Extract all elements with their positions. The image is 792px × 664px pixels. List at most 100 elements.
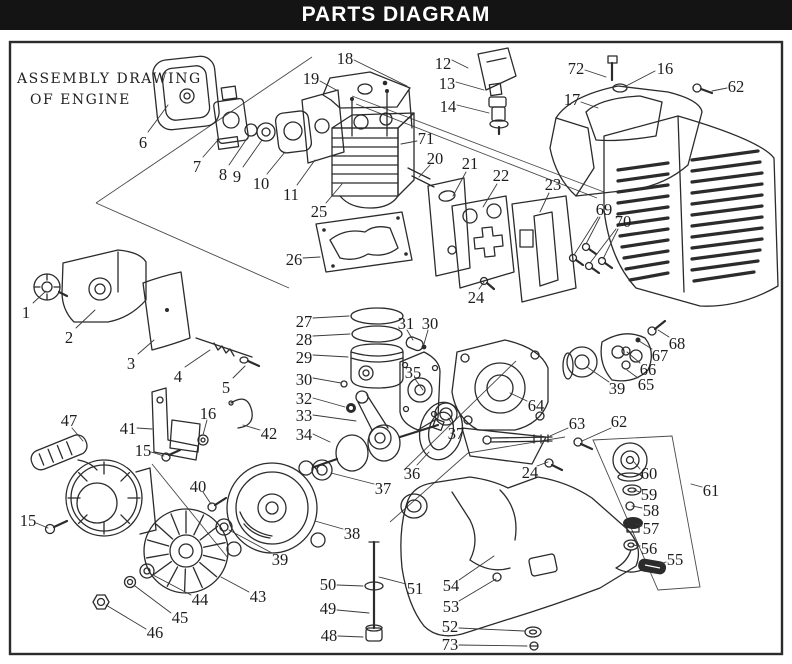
leader-line [690, 483, 703, 488]
exploded-guide-line [95, 202, 290, 289]
top-cover-part [549, 55, 714, 197]
part-number-label: 63 [569, 414, 586, 433]
part-number-label: 19 [303, 69, 320, 88]
fuel-cap-part [612, 442, 648, 478]
leader-line [482, 183, 498, 208]
part-number-label: 65 [638, 375, 655, 394]
air-box-group [33, 249, 261, 368]
leader-line [147, 104, 169, 133]
leader-line [447, 417, 454, 426]
part-number-label: 55 [667, 550, 684, 569]
part-number-label: 62 [728, 77, 745, 96]
part-number-label: 24 [468, 288, 485, 307]
part-number-label: 40 [190, 477, 207, 496]
part-number-label: 68 [669, 334, 686, 353]
muffler-gasket-part [427, 177, 471, 277]
part-number-label: 37 [448, 424, 465, 443]
seal-plate-part [399, 351, 441, 431]
plate-screw-part [573, 437, 583, 447]
leader-line [314, 520, 344, 530]
part-number-label: 39 [272, 550, 289, 569]
part-number-label: 64 [528, 396, 545, 415]
leader-line [312, 433, 331, 443]
leader-line [242, 139, 263, 168]
part-number-label: 9 [233, 167, 241, 186]
part-number-label: 30 [422, 314, 439, 333]
leader-line [75, 309, 96, 329]
part-number-label: 54 [443, 576, 460, 595]
leader-line [242, 424, 261, 431]
part-number-label: 29 [296, 348, 313, 367]
leader-line [337, 635, 364, 638]
part-number-label: 36 [404, 464, 421, 483]
part-number-label: 39 [609, 379, 626, 398]
leader-line [312, 315, 350, 319]
part-number-label: 16 [657, 59, 674, 78]
part-number-label: 2 [65, 328, 73, 347]
exploded-guide-line [467, 436, 566, 454]
part-number-label: 48 [321, 626, 338, 645]
part-number-label: 12 [435, 54, 452, 73]
leader-line [136, 427, 153, 430]
leader-line [573, 216, 599, 256]
leader-line [625, 70, 656, 87]
part-number-label: 42 [261, 424, 278, 443]
leader-line [336, 584, 364, 587]
engine-shroud-part [603, 115, 779, 307]
leader-line [586, 366, 610, 383]
leader-line [312, 414, 357, 422]
part-number-label: 41 [120, 419, 137, 438]
tank-bracket-part [492, 572, 502, 582]
caption-line1: ASSEMBLY DRAWING [16, 71, 202, 87]
part-number-label: 11 [283, 185, 299, 204]
part-number-label: 14 [440, 97, 457, 116]
leader-line [536, 461, 549, 467]
tank-pump-part [528, 553, 558, 577]
part-number-label: 69 [596, 200, 613, 219]
part-number-label: 53 [443, 597, 460, 616]
leader-line [406, 329, 414, 341]
part-number-label: 46 [147, 623, 164, 642]
piston-clip-part [340, 380, 348, 388]
leader-line [631, 505, 643, 509]
part-number-label: 15 [20, 511, 37, 530]
part-number-label: 28 [296, 330, 313, 349]
part-number-label: 21 [462, 154, 479, 173]
leader-line [509, 392, 528, 402]
part-number-label: 33 [296, 406, 313, 425]
leader-line [416, 451, 430, 466]
exploded-guide-line [151, 463, 229, 559]
part-number-label: 23 [545, 175, 562, 194]
clutch-shoe-part [600, 333, 652, 382]
detail-panel-border [592, 435, 701, 591]
part-number-label: 13 [439, 74, 456, 93]
leader-line [458, 627, 525, 632]
leader-line [137, 339, 155, 355]
tank-screw-part [529, 641, 539, 651]
starter-pulley-part [215, 518, 233, 536]
leader-line [414, 378, 424, 391]
leader-line [228, 136, 249, 166]
pump-body-part [274, 110, 313, 154]
flywheel-group [92, 508, 233, 610]
part-number-label: 70 [615, 212, 632, 231]
part-number-label: 61 [703, 481, 720, 500]
part-number-label: 31 [398, 314, 415, 333]
leader-line [626, 351, 641, 364]
piston-part [350, 343, 404, 389]
part-number-label: 56 [641, 539, 658, 558]
leader-line [312, 377, 342, 384]
leader-line [400, 140, 418, 145]
cylinder-gasket-part [315, 211, 413, 273]
part-number-label: 6 [139, 133, 147, 152]
exploded-guide-line [351, 95, 605, 193]
hex-nut-part [92, 594, 110, 610]
housing-screw-part [44, 523, 56, 535]
page-title: PARTS DIAGRAM [301, 3, 491, 26]
leader-line [626, 369, 639, 379]
leader-line [458, 578, 497, 602]
stud-bolt-part [482, 435, 492, 445]
part-number-label: 22 [493, 166, 510, 185]
leader-line [302, 256, 321, 259]
